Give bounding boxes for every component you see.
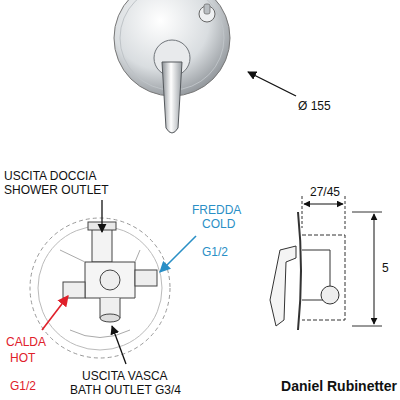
thread-size: G1/2 [10,380,36,393]
leader-line [248,72,296,96]
leader-line [42,296,68,330]
dimension-text: 5 [382,262,389,275]
inlet-label: CALDA [6,336,46,349]
dimension-text: Ø 155 [298,100,331,113]
leader-line [101,200,102,232]
watermark: Daniel Rubinetter [281,380,397,393]
outlet-label: USCITA VASCA [82,370,168,383]
outlet-label: USCITA DOCCIA [4,170,96,183]
inlet-label: COLD [202,218,235,231]
thread-size: G1/2 [202,246,228,259]
mixer-photo [114,0,230,133]
inlet-label: HOT [10,352,35,365]
dimension-line [374,214,375,324]
inlet-label: FREDDA [192,204,241,217]
outlet-label: SHOWER OUTLET [4,184,109,197]
dimension-line [304,204,343,205]
leader-line [112,326,126,364]
outlet-label: BATH OUTLET G3/4 [70,384,181,397]
side-view [270,196,382,330]
valve-body [30,218,170,358]
dimension-text: 27/45 [310,186,340,199]
leader-line [160,236,196,272]
